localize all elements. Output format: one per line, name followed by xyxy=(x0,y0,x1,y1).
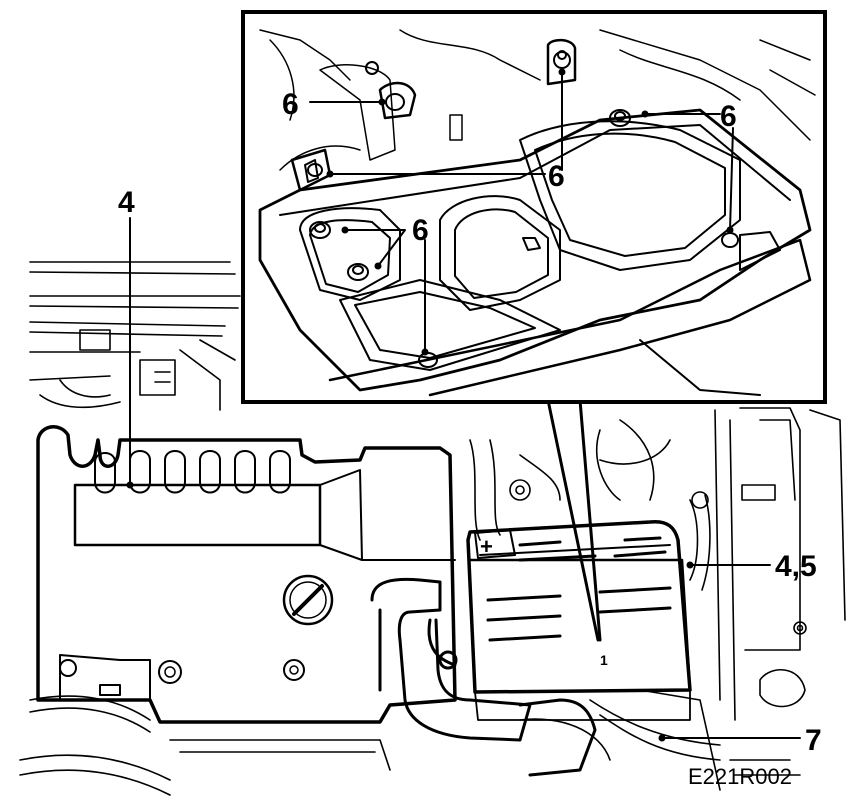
callout-4: 4 xyxy=(118,186,135,219)
main-leader-lines xyxy=(129,217,801,739)
inset-leader-dots xyxy=(326,68,734,356)
inset-pointer-lines xyxy=(546,398,602,642)
inset-leader-lines xyxy=(309,71,734,353)
callout-6-right: 6 xyxy=(720,100,737,133)
leader-dot-7 xyxy=(658,734,666,742)
callout-7: 7 xyxy=(805,724,822,757)
inset-battery-tray xyxy=(258,29,816,397)
intake-hose xyxy=(370,577,597,777)
background-engine-lines xyxy=(19,261,846,796)
callout-6-left-lower: 6 xyxy=(412,214,429,247)
battery-mark: 1 xyxy=(600,652,608,668)
callout-6-center: 6 xyxy=(548,160,565,193)
leader-dot-4 xyxy=(126,481,134,489)
figure-code: E221R002 xyxy=(688,764,792,789)
battery xyxy=(466,519,692,721)
battery-plus-sign: + xyxy=(480,534,493,559)
callout-6-top-left: 6 xyxy=(282,88,299,121)
callout-4-5: 4,5 xyxy=(775,550,817,583)
engine-cover xyxy=(36,425,457,724)
leader-dot-45 xyxy=(686,561,694,569)
